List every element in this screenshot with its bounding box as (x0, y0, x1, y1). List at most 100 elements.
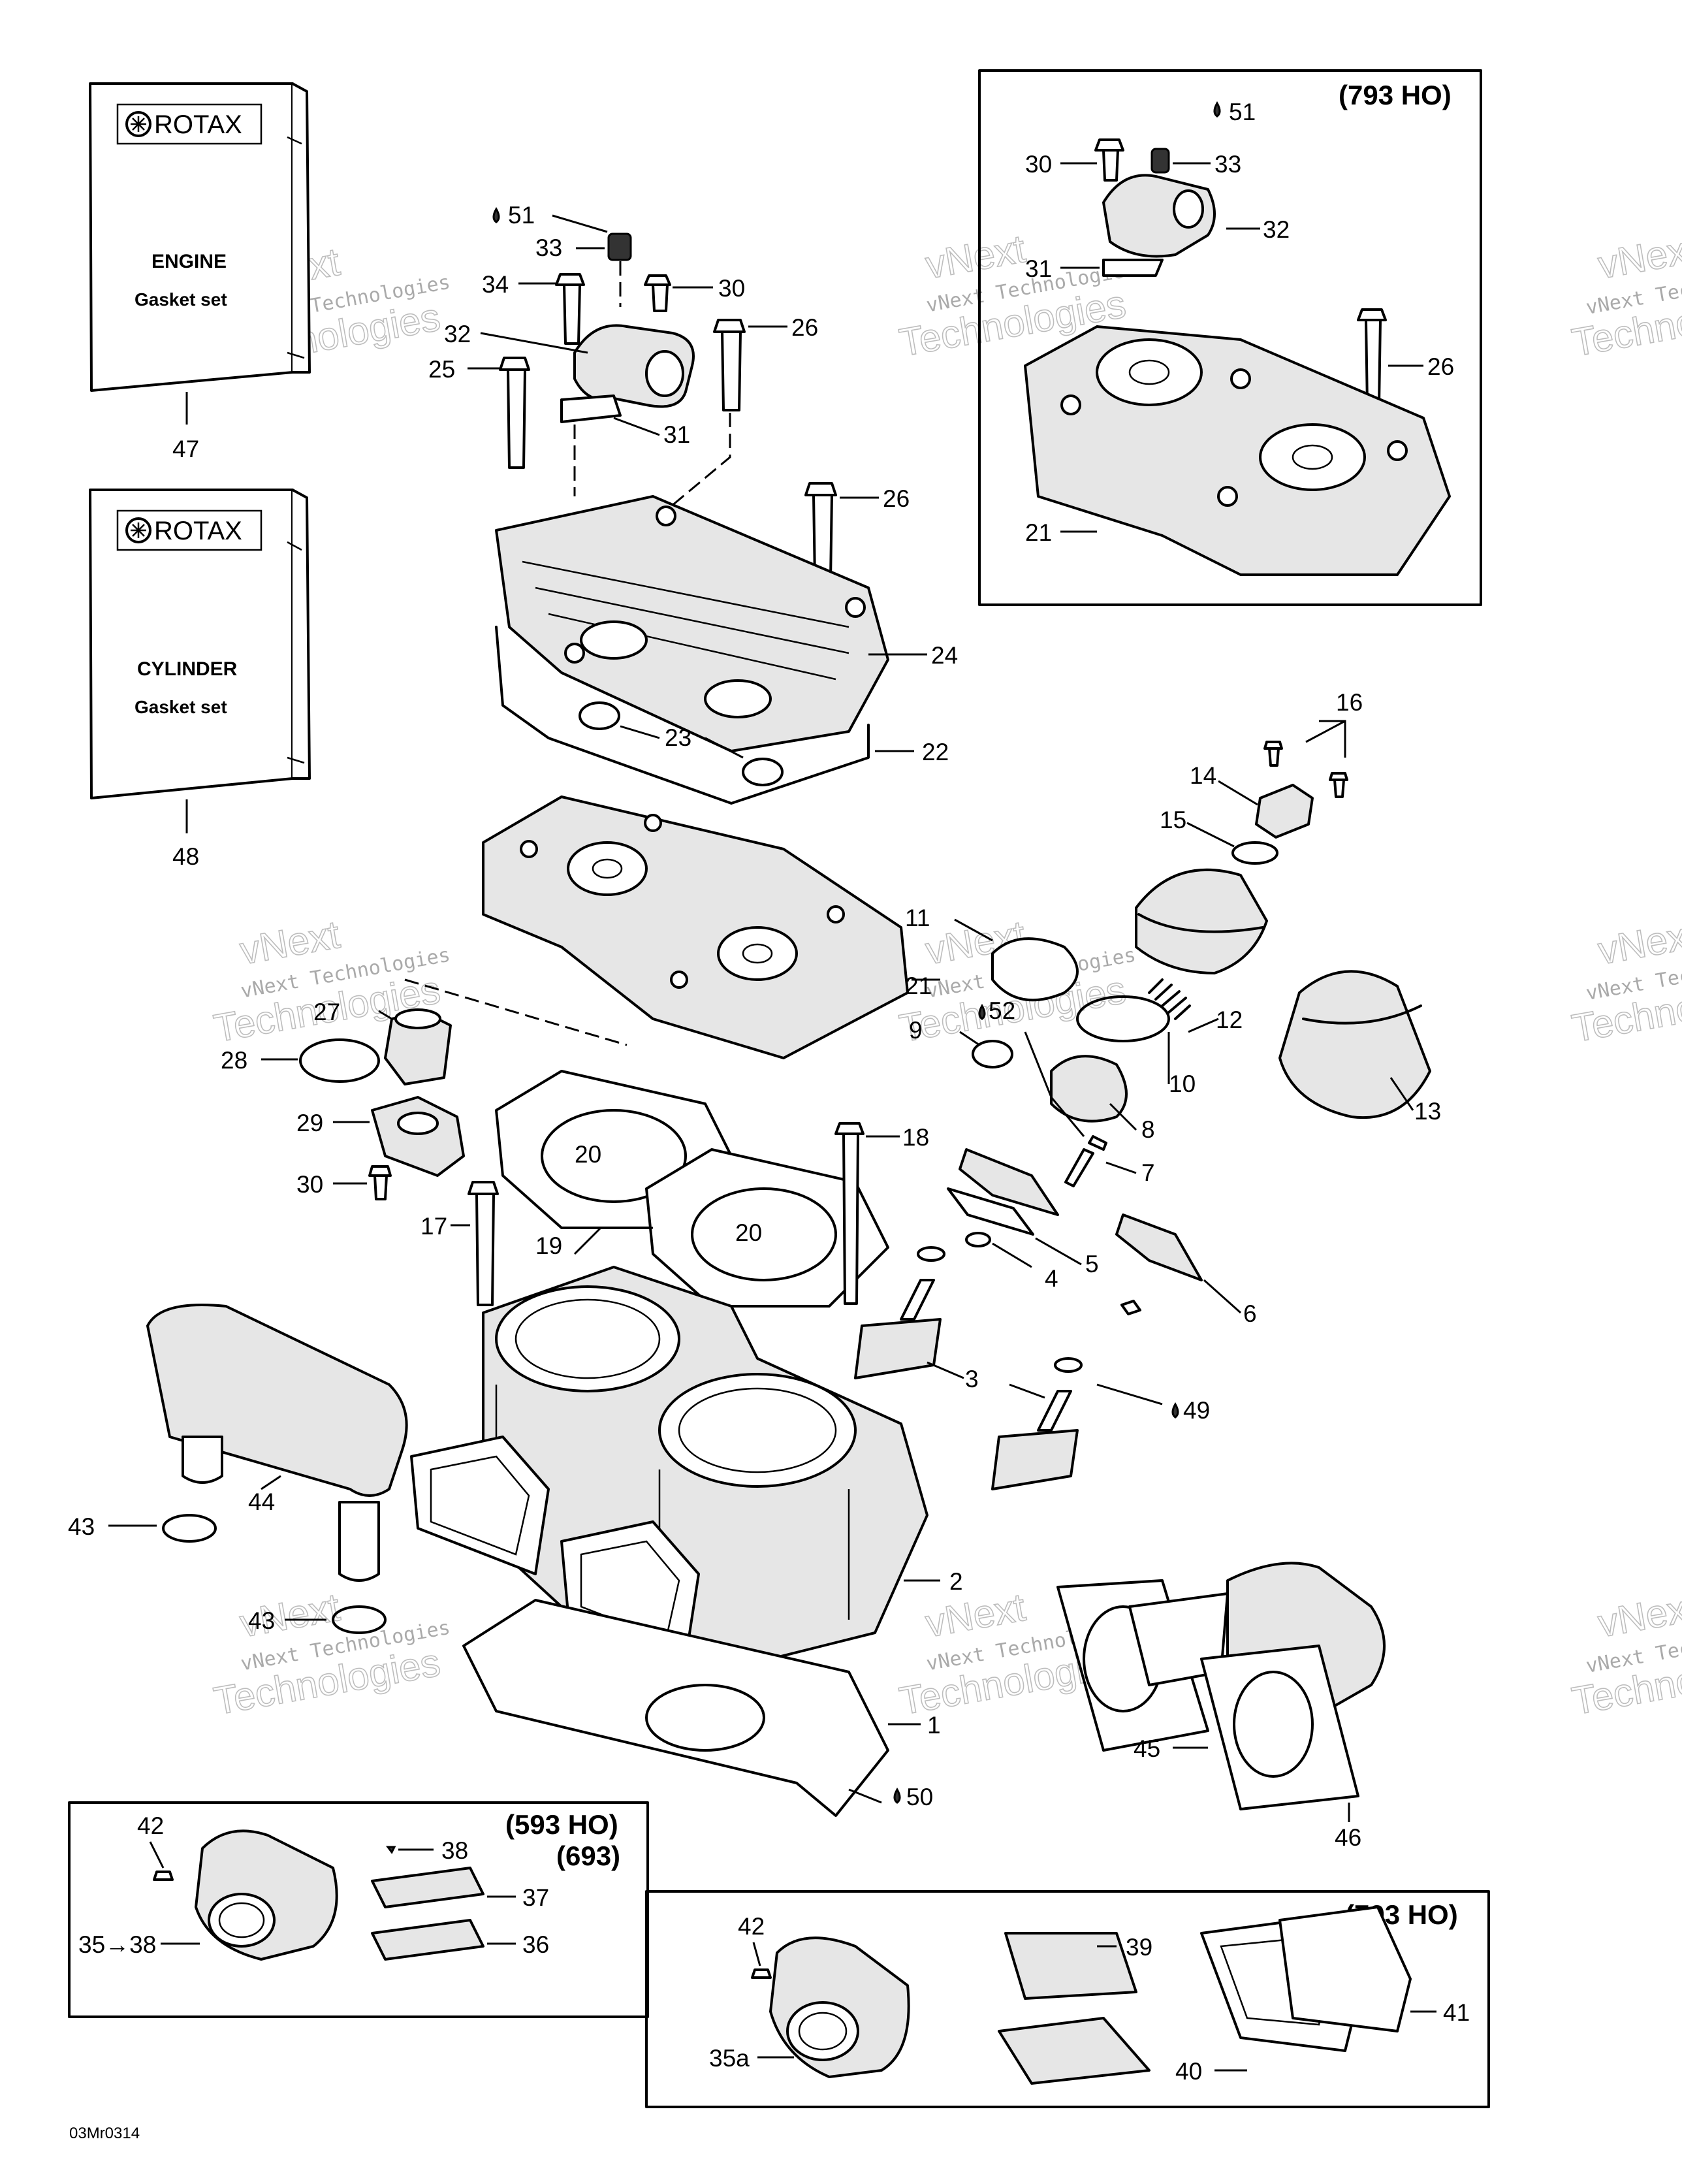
manual-subtitle: Gasket set (135, 697, 227, 717)
plug-part (607, 233, 632, 261)
callout-label: 42 (137, 1812, 164, 1839)
valve-gasket-part (991, 937, 1079, 1002)
variant-label: (693) (556, 1840, 620, 1871)
manual-engine-gasket-set: ROTAX ENGINE Gasket set 47 (89, 82, 311, 462)
callout-label: 45 (1134, 1735, 1160, 1762)
valve-piston-part (1050, 1055, 1128, 1123)
callout-label: 20 (735, 1219, 762, 1246)
outlet-gasket-part (560, 394, 622, 423)
outlet-gasket-part (1102, 259, 1164, 277)
callout-label: 48 (172, 843, 199, 870)
variant-box-793ho-head: (793 HO) 51 30 33 32 31 26 21 (978, 69, 1482, 606)
sealant-drop-icon (978, 1003, 986, 1020)
cylinder-head-cover-part (495, 495, 889, 752)
o-ring-part (742, 758, 784, 786)
o-ring-part (579, 701, 620, 730)
callout-label: 27 (313, 999, 340, 1025)
callout-label: 5 (1085, 1251, 1099, 1277)
watermark-text: vNext (236, 912, 343, 973)
rave-valve-part (991, 1429, 1079, 1490)
variant-label: (793 HO) (1339, 80, 1452, 110)
rotax-logo-icon (125, 111, 151, 137)
callout-label: 18 (902, 1124, 929, 1151)
callout-label: 21 (905, 972, 932, 999)
callout-label: 44 (248, 1488, 275, 1515)
callout-label: 34 (482, 271, 509, 298)
callout-label: 14 (1190, 762, 1216, 789)
head-cover-gasket-part (495, 626, 870, 805)
cylinder-head-part (1024, 325, 1451, 576)
callout-label: 26 (791, 314, 818, 341)
valve-gasket-part (947, 1187, 1034, 1236)
rave-valve-part (854, 1318, 942, 1379)
reed-block-part (371, 1919, 484, 1961)
callout-label: 21 (1025, 519, 1052, 546)
sealant-drop-icon (492, 206, 500, 223)
manual-subtitle: Gasket set (135, 289, 227, 310)
callout-label: 29 (296, 1110, 323, 1136)
callout-label: 13 (1414, 1098, 1441, 1125)
callout-label: 46 (1335, 1824, 1361, 1851)
callout-label: 43 (68, 1513, 95, 1540)
callout-label: 30 (296, 1171, 323, 1198)
thermostat-group: 27 28 29 30 (221, 999, 465, 1200)
reed-block-part (1004, 1932, 1137, 2000)
callout-label: 47 (172, 436, 199, 462)
watermark-text: vNext (1595, 912, 1682, 973)
callout-label: 26 (883, 485, 910, 512)
callout-label: 31 (1025, 255, 1052, 282)
callout-label: 31 (663, 421, 690, 448)
plug-part (1150, 148, 1170, 174)
thermostat-housing-part (371, 1096, 465, 1177)
reed-petal-part (371, 1867, 484, 1908)
callout-label: 20 (575, 1141, 601, 1168)
valve-cover-part (1135, 868, 1268, 974)
manual-brand: ROTAX (154, 517, 242, 545)
callout-label: 2 (949, 1568, 963, 1595)
watermark-text: vNext (922, 227, 1028, 287)
manual-title: ENGINE (151, 251, 227, 272)
callout-label: 11 (905, 905, 930, 931)
callout-label: 33 (1214, 151, 1241, 178)
manual-cylinder-gasket-set: ROTAX CYLINDER Gasket set 48 (89, 489, 311, 870)
callout-label: 8 (1141, 1116, 1155, 1143)
rotax-logo-icon (125, 517, 151, 543)
clamp-part (332, 1605, 387, 1634)
cylinder-head-cover-assembly: 51 33 30 34 26 25 32 31 (404, 202, 958, 1308)
callout-label: 17 (420, 1213, 447, 1240)
callout-label: 30 (1025, 151, 1052, 178)
callout-label: 9 (909, 1017, 923, 1044)
callout-label: 3 (965, 1366, 979, 1392)
callout-label: 32 (444, 321, 471, 347)
callout-label: 24 (931, 642, 958, 669)
callout-label: 37 (522, 1884, 549, 1911)
exhaust-gasket-part (1200, 1645, 1359, 1810)
callout-label: 22 (922, 739, 949, 765)
o-ring-part (972, 1040, 1013, 1068)
exhaust-manifold-group: 44 43 43 (68, 1304, 408, 1634)
clamp-part (162, 1514, 217, 1543)
rave-valve-group: 16 14 15 12 13 11 10 9 52 8 (854, 689, 1441, 1490)
variant-label: (593 HO) (505, 1809, 618, 1840)
o-ring-part (1231, 841, 1278, 865)
o-ring-part (299, 1038, 380, 1083)
watermark-text: vNext (1595, 227, 1682, 287)
head-gasket-part (645, 1148, 889, 1308)
valve-housing-part (1115, 1213, 1203, 1281)
o-ring-part (965, 1232, 991, 1247)
callout-label: 43 (248, 1607, 275, 1634)
manual-brand: ROTAX (154, 110, 242, 139)
sealant-drop-icon (1213, 101, 1221, 118)
intake-adaptor-part (195, 1829, 338, 1961)
callout-label: 52 (989, 997, 1015, 1024)
callout-label: 4 (1045, 1265, 1058, 1292)
callout-label: 15 (1160, 807, 1186, 833)
callout-label: 1 (927, 1712, 941, 1739)
callout-label: 7 (1141, 1159, 1155, 1186)
callout-label: 28 (221, 1047, 247, 1074)
variant-box-793ho-intake: (793 HO) 42 35a 39 41 40 (645, 1890, 1490, 2108)
sealant-drop-icon (1171, 1402, 1179, 1419)
callout-label: 41 (1443, 1999, 1470, 2026)
callout-label: 51 (508, 202, 535, 229)
